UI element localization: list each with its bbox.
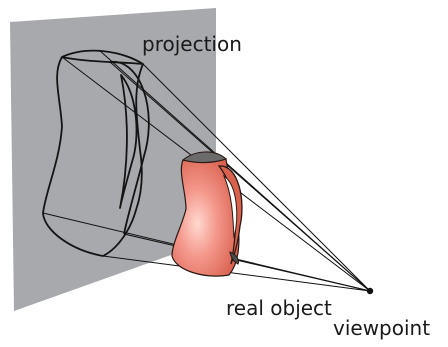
- projection-plane: [10, 8, 216, 311]
- viewpoint-label: viewpoint: [333, 316, 431, 340]
- projection-label: projection: [142, 32, 242, 56]
- real-object-pitcher: [171, 151, 243, 277]
- viewpoint-dot: [366, 287, 374, 295]
- real-object-label: real object: [226, 296, 332, 320]
